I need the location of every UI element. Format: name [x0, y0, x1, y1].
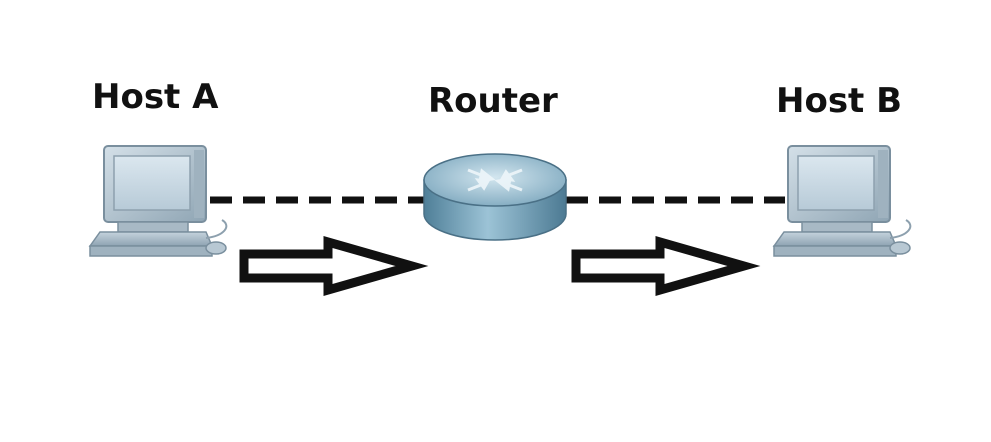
host-b-label: Host B	[776, 81, 903, 121]
host-b-computer-icon	[772, 145, 912, 257]
host-a-computer-icon	[88, 145, 228, 257]
host-a-label: Host A	[92, 77, 219, 117]
router-icon	[423, 153, 567, 241]
arrow-host-a-to-router	[239, 236, 429, 296]
arrow-router-to-host-b	[571, 236, 761, 296]
router-label: Router	[428, 81, 558, 121]
